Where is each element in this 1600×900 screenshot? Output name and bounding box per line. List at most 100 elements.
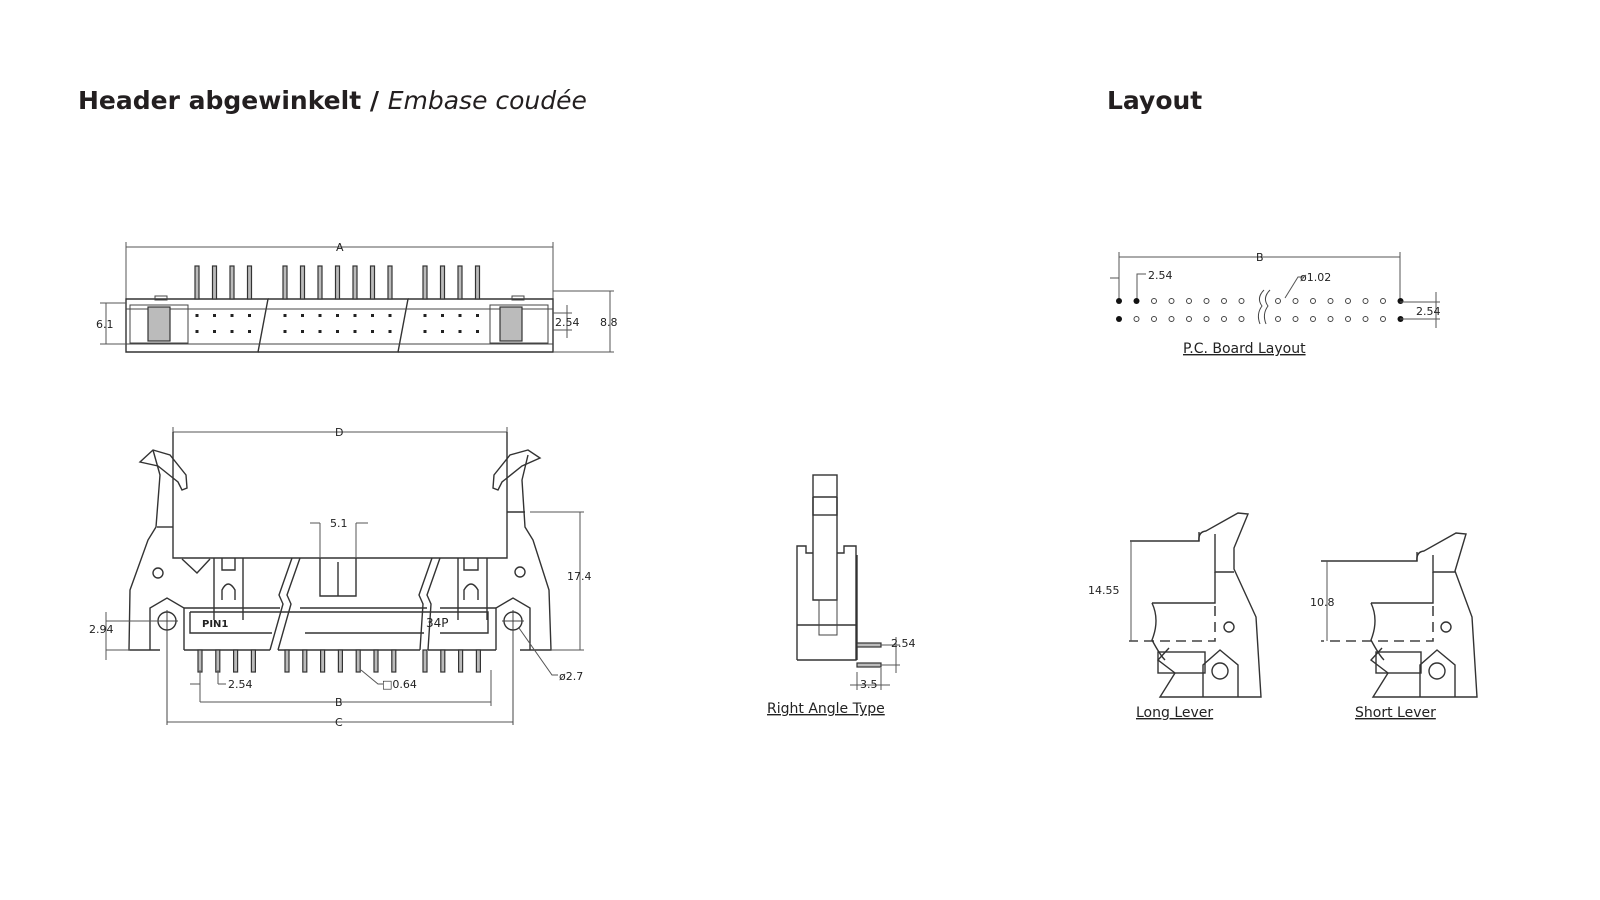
pcb-hole [1151, 298, 1157, 304]
pin-dot [336, 314, 339, 317]
pcb-hole [1221, 316, 1227, 322]
dim-C-label: C [335, 716, 343, 729]
pin-dot [318, 314, 322, 317]
pcb-hole [1380, 316, 1386, 322]
pin-top [299, 265, 306, 300]
pin-bottom [355, 649, 361, 673]
pin-top [229, 265, 235, 300]
long-lever-drawing: 14.55 Long Lever [1088, 512, 1262, 721]
side-dim-pitch-label: 2.54 [891, 637, 916, 650]
pin-dot [353, 314, 357, 317]
pin-top [246, 265, 253, 300]
pcb-hole [1238, 298, 1245, 304]
short-lever-caption: Short Lever [1355, 705, 1436, 721]
pcb-hole [1238, 316, 1245, 322]
dim-slot-label: 5.1 [330, 517, 348, 530]
long-lever-caption: Long Lever [1136, 705, 1213, 721]
pin-top [387, 265, 393, 300]
pcb-hole-marked [1397, 298, 1404, 304]
pin-bottom [284, 649, 290, 673]
pin-count-marking: 34P [426, 616, 449, 630]
pcb-hole [1345, 298, 1351, 304]
pin-bottom [373, 649, 379, 673]
pin-dot [458, 314, 462, 317]
side-view-drawing: 2.54 3.5 Right Angle Type [767, 474, 916, 717]
front-view-drawing: D 5.1 [89, 426, 592, 729]
pcb-hole-marked [1116, 316, 1122, 322]
pcb-hole [1310, 298, 1316, 304]
section-heading-layout: Layout [1107, 86, 1203, 115]
long-lever-dim-label: 14.55 [1088, 584, 1120, 597]
dim-offset-label: 2.94 [89, 623, 114, 636]
pin-dot [301, 314, 304, 317]
pin-dot [213, 314, 216, 317]
pcb-hole [1186, 298, 1192, 304]
pin-bottom [391, 649, 397, 673]
pin-top [194, 265, 200, 300]
dim-pitch-label: 2.54 [228, 678, 253, 691]
pin-dot [423, 314, 427, 317]
pin-top [369, 265, 376, 300]
pcb-hole [1380, 298, 1386, 304]
short-lever-drawing: 10.8 Short Lever [1310, 532, 1478, 721]
pin-dot [195, 314, 199, 317]
pcb-hole [1168, 298, 1175, 304]
dim-pitch-label: 2.54 [555, 316, 580, 329]
pin-dot [371, 314, 374, 317]
pcb-hole [1203, 316, 1210, 322]
side-view-caption: Right Angle Type [767, 701, 885, 717]
pcb-hole [1362, 316, 1369, 322]
pin-top [211, 265, 218, 300]
pin-dot [371, 330, 374, 333]
pin-dot [248, 330, 251, 333]
pin-dot [230, 330, 234, 333]
pcb-hole [1221, 298, 1227, 304]
pin-dot [283, 314, 287, 317]
top-view-drawing: A 6.1 2.54 8.8 [96, 241, 618, 353]
pin-dot [195, 330, 199, 333]
pcb-hole-marked [1133, 298, 1140, 304]
pin-dot [458, 330, 462, 333]
dim-pin-size-label: □0.64 [382, 678, 417, 691]
pin-dot [423, 330, 427, 333]
pin-dot [441, 314, 444, 317]
pcb-dim-B-label: B [1256, 251, 1264, 264]
pcb-dim-row-label: 2.54 [1416, 305, 1441, 318]
pin1-marking: PIN1 [202, 619, 228, 630]
pcb-hole [1327, 298, 1334, 304]
pcb-hole [1327, 316, 1334, 322]
dim-height-right-label: 8.8 [600, 316, 618, 329]
pin-dot [476, 330, 479, 333]
pin-dot [230, 314, 234, 317]
pin-dot [213, 330, 216, 333]
pin-bottom [337, 649, 343, 673]
pin-bottom [233, 649, 239, 673]
dim-height-label: 17.4 [567, 570, 592, 583]
pcb-hole [1203, 298, 1210, 304]
pcb-hole [1362, 298, 1369, 304]
pin-bottom [440, 649, 446, 673]
short-lever-dim-label: 10.8 [1310, 596, 1335, 609]
pin-top [334, 265, 341, 300]
side-dim-offset-label: 3.5 [860, 678, 878, 691]
section-heading-header: Header abgewinkelt / Embase coudée [78, 86, 587, 115]
pcb-hole [1275, 316, 1281, 322]
pin-dot [301, 330, 304, 333]
pcb-layout-caption: P.C. Board Layout [1183, 341, 1306, 357]
pin-top [474, 265, 481, 300]
pcb-hole [1275, 298, 1281, 304]
pin-top [317, 265, 323, 300]
pin-bottom [215, 649, 221, 673]
pin-dot [283, 330, 287, 333]
pcb-hole [1186, 316, 1192, 322]
pin-top [282, 265, 288, 300]
pcb-hole [1151, 316, 1157, 322]
pin-bottom [475, 649, 481, 673]
dim-D-label: D [335, 426, 343, 439]
pin-top [457, 265, 463, 300]
pcb-hole [1168, 316, 1175, 322]
pin-top [352, 265, 358, 300]
dim-A-label: A [336, 241, 344, 254]
pin-bottom [302, 649, 308, 673]
